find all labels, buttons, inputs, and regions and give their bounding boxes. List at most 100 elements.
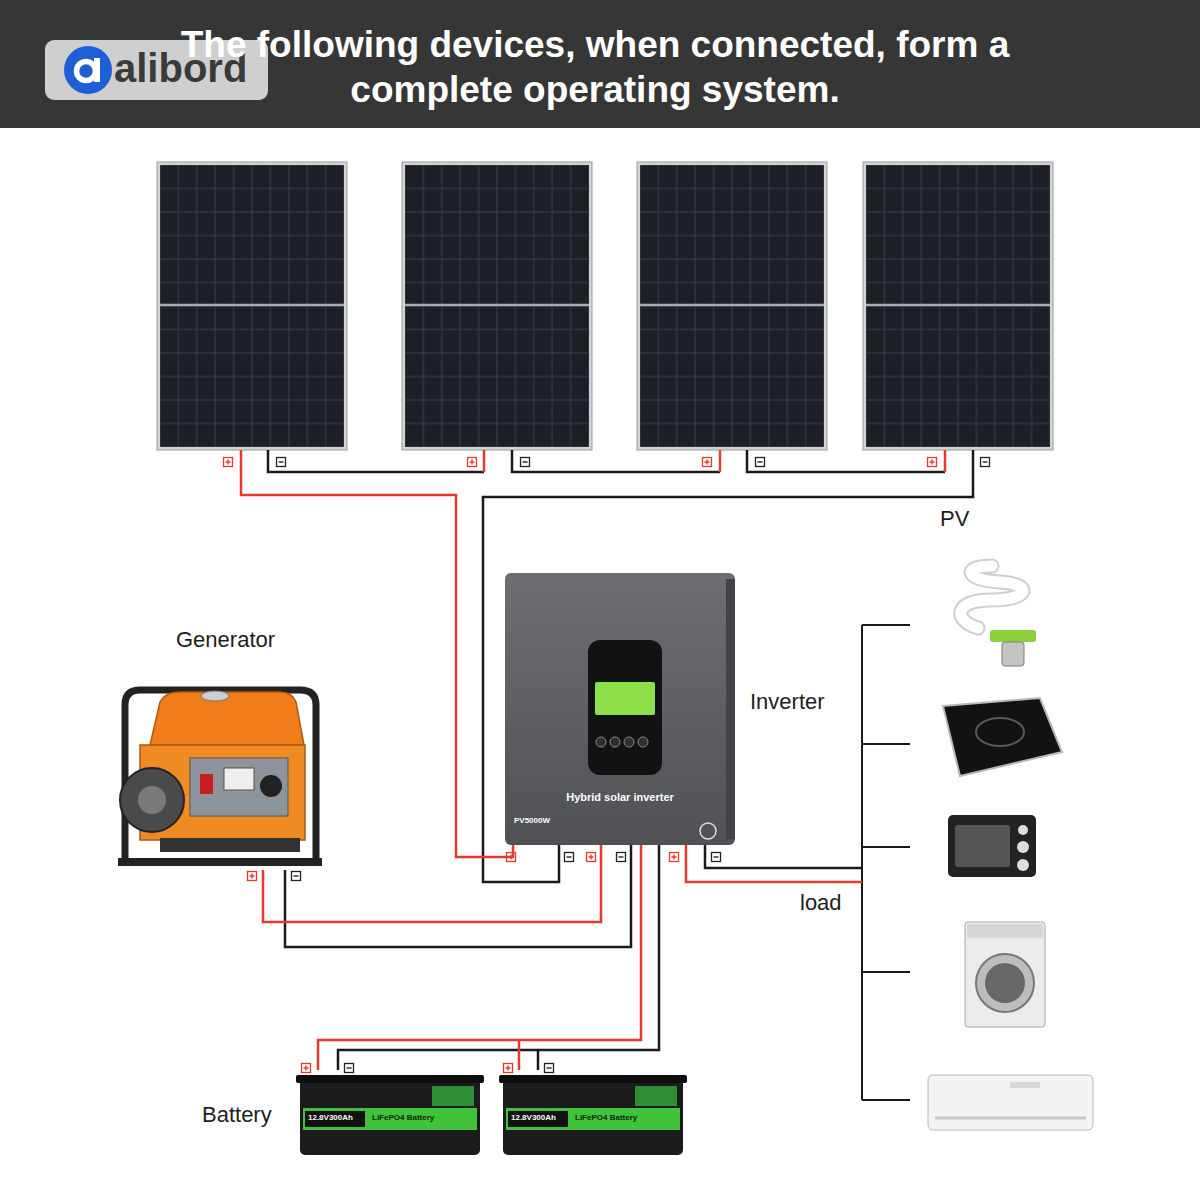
red-wire	[240, 450, 243, 470]
air-conditioner	[928, 1075, 1093, 1130]
inverter-side	[726, 579, 735, 839]
inverter-case	[505, 573, 735, 845]
minus-terminal	[712, 853, 721, 862]
oven-knob	[1017, 859, 1029, 871]
button	[596, 737, 606, 747]
engine-base	[160, 838, 300, 852]
washer-panel	[967, 924, 1043, 938]
button	[638, 737, 648, 747]
load-bus	[862, 625, 910, 1100]
minus-terminal	[277, 458, 286, 467]
plus-terminal	[468, 458, 477, 467]
display-panel	[588, 640, 662, 775]
cooker-ring	[976, 718, 1024, 746]
recoil-starter	[120, 768, 184, 832]
solar-panel	[637, 162, 827, 450]
model-print: PV5000W	[514, 817, 550, 826]
bulb-tube	[961, 566, 1023, 628]
solar-array: PV	[150, 155, 1060, 470]
fuel-cap	[201, 691, 229, 701]
battery-case	[503, 1075, 683, 1155]
power-cable	[686, 845, 862, 882]
battery-info	[432, 1086, 474, 1106]
gauge	[224, 768, 254, 790]
cert-mark	[700, 823, 716, 839]
washer-door	[976, 954, 1034, 1012]
black-wire	[285, 845, 631, 947]
array-label: PV	[940, 507, 969, 531]
model-print: Hybrid solar inverter	[515, 791, 725, 803]
header-band	[0, 0, 1200, 128]
battery-spec: 12.8V300Ah	[308, 1114, 353, 1123]
plus-terminal	[504, 1064, 513, 1073]
black-wire	[338, 845, 659, 1070]
minus-terminal	[981, 458, 990, 467]
red-wire	[719, 450, 722, 472]
battery-tag	[305, 1111, 365, 1127]
logo-mark	[94, 58, 100, 82]
minus-terminal	[292, 872, 301, 881]
plus-terminal	[507, 853, 516, 862]
plus-terminal	[224, 458, 233, 467]
battery-type: LiFePO4 Battery	[575, 1114, 637, 1123]
black-wire	[512, 450, 720, 472]
plus-terminal	[248, 872, 257, 881]
button	[610, 737, 620, 747]
red-wire	[944, 450, 947, 472]
device-label: load	[800, 891, 842, 915]
battery-spec: 12.8V300Ah	[511, 1114, 556, 1123]
plus-terminal	[703, 458, 712, 467]
bulb-base	[1002, 642, 1024, 666]
logo-mark	[77, 62, 96, 81]
outlet	[260, 775, 282, 797]
minus-terminal	[617, 853, 626, 862]
minus-terminal	[756, 458, 765, 467]
load-group: load	[862, 600, 1112, 1140]
washing-machine	[965, 922, 1045, 1027]
button	[624, 737, 634, 747]
minus-terminal	[565, 853, 574, 862]
battery-tag	[508, 1111, 568, 1127]
control-panel	[190, 758, 288, 816]
plus-terminal	[928, 458, 937, 467]
minus-terminal	[545, 1064, 554, 1073]
black-wire	[537, 1050, 540, 1070]
battery-bank: Battery	[295, 1062, 690, 1160]
solar-panel	[157, 162, 347, 450]
red-wire	[317, 1062, 320, 1070]
switch	[200, 774, 213, 794]
power-cable	[318, 845, 641, 1062]
solar-panel	[863, 162, 1053, 450]
battery-type: LiFePO4 Battery	[372, 1114, 434, 1123]
recoil-starter	[138, 786, 166, 814]
hybrid-inverter: InverterHybrid solar inverterPV5000W	[505, 573, 735, 845]
oven	[948, 815, 1036, 877]
black-wire	[483, 450, 973, 882]
power-cable	[241, 470, 513, 857]
bulb-ring	[990, 630, 1036, 642]
red-wire	[483, 450, 486, 472]
device-label: Inverter	[750, 690, 825, 714]
black-wire	[268, 450, 484, 472]
page-title: The following devices, when connected, f…	[130, 22, 1060, 112]
device-label: Battery	[202, 1103, 272, 1127]
minus-terminal	[345, 1064, 354, 1073]
minus-terminal	[521, 458, 530, 467]
solar-panel	[402, 162, 592, 450]
bulb-tube	[961, 566, 1023, 628]
battery-band	[506, 1108, 680, 1130]
fuel-tank	[150, 692, 304, 745]
battery-band	[303, 1108, 477, 1130]
load-bus	[861, 625, 863, 1100]
oven-knob	[1018, 825, 1028, 835]
washer-drum	[985, 963, 1025, 1003]
black-wire	[747, 450, 945, 472]
red-wire	[518, 1040, 521, 1070]
device-label: Generator	[176, 628, 275, 652]
battery-lid	[499, 1075, 687, 1083]
logo-mark	[64, 46, 112, 94]
power-cable	[263, 845, 601, 922]
ac-display	[1010, 1082, 1040, 1088]
